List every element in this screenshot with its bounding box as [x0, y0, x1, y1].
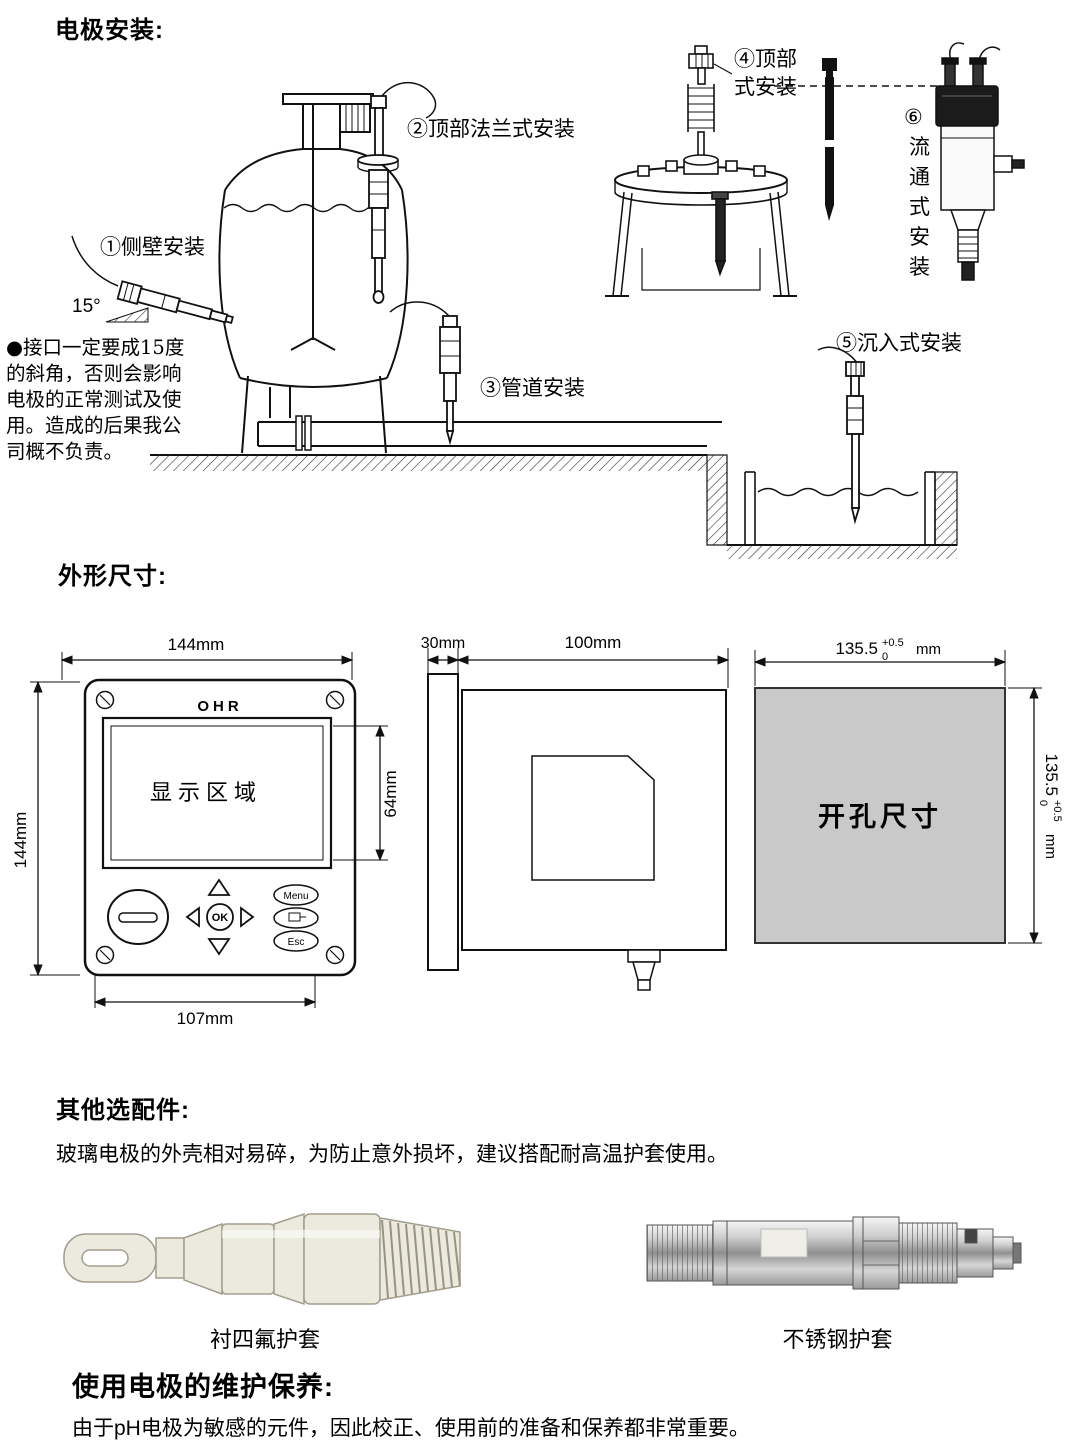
- maintenance-description: 由于pH电极为敏感的元件，因此校正、使用前的准备和保养都非常重要。: [72, 1417, 750, 1440]
- front-bottom-dim: 107mm: [177, 1009, 234, 1028]
- page-switch-icon: [288, 912, 301, 922]
- label-flow-char: 安: [909, 225, 930, 249]
- label-flow-char: 式: [909, 195, 930, 219]
- cutout-height-dim: 135.5: [1042, 753, 1061, 796]
- tank: [218, 93, 409, 454]
- cutout-square: [754, 687, 1006, 944]
- cutout-width-tol-dn: 0: [882, 651, 888, 663]
- steel-sheath-image: [646, 1216, 1022, 1290]
- accessories-section-title: 其他选配件:: [56, 1097, 190, 1124]
- label-top-mount-2: 式安装: [734, 75, 797, 99]
- ok-button-label: OK: [212, 912, 229, 924]
- note-line: 司概不负责。: [6, 440, 123, 463]
- down-arrow-icon: [207, 938, 231, 956]
- note-line: ●接口一定要成15度: [6, 336, 184, 359]
- cutout-width-tol-up: +0.5: [882, 637, 904, 649]
- cable-gland: [627, 949, 661, 963]
- front-view-drawing: [30, 652, 388, 1008]
- note-line: 电极的正常测试及使: [6, 388, 182, 411]
- menu-button: [273, 884, 319, 906]
- electrode-side-wall: [71, 235, 234, 325]
- pipe-assembly: [257, 387, 722, 451]
- side-view-drawing: [426, 648, 730, 991]
- esc-button: [273, 930, 319, 952]
- side-depth-dim-2: 100mm: [565, 633, 622, 652]
- label-immersion: ⑤沉入式安装: [836, 331, 962, 355]
- dpad-buttons: [185, 878, 255, 956]
- label-top-mount-1: ④顶部: [734, 47, 797, 71]
- brand-logo: OHR: [197, 698, 242, 715]
- note-line: 的斜角，否则会影响: [6, 362, 182, 385]
- angle-label: 15°: [72, 296, 101, 317]
- display-outline: [101, 716, 333, 870]
- display-height-dim: 64mm: [381, 770, 400, 817]
- cutout-width-unit: mm: [916, 641, 941, 658]
- accessories-description: 玻璃电极的外壳相对易碎，为防止意外损坏，建议搭配耐高温护套使用。: [56, 1143, 728, 1166]
- front-width-dim: 144mm: [168, 635, 225, 654]
- cutout-height-tol-up: +0.5: [1051, 800, 1063, 822]
- display-area-label: 显示区域: [150, 781, 262, 806]
- flow-cell-device: [935, 42, 1025, 281]
- cutout-width-dim: 135.5: [835, 639, 878, 658]
- menu-button-label: Menu: [283, 891, 308, 902]
- label-flow-char: 流: [909, 135, 930, 159]
- cutout-height-dim-group: 135.5 +0.5 0 mm: [1037, 753, 1063, 859]
- label-side-wall: ①侧壁安装: [100, 235, 205, 259]
- label-flow-num: ⑥: [904, 105, 923, 129]
- electrode-immersion: [817, 346, 865, 525]
- immersion-basin: [744, 471, 936, 545]
- cutout-height-unit: mm: [1042, 834, 1059, 859]
- ptfe-sheath-caption: 衬四氟护套: [209, 1327, 320, 1352]
- label-top-flange: ②顶部法兰式安装: [407, 117, 575, 141]
- electrode-black: [822, 58, 837, 221]
- knob-button: [107, 889, 169, 945]
- stirrer: [290, 104, 336, 351]
- cutout-drawing: [753, 650, 1042, 945]
- electrode-pipe: [389, 301, 461, 446]
- maintenance-section-title: 使用电极的维护保养:: [72, 1372, 334, 1402]
- dims-section-title: 外形尺寸:: [58, 563, 167, 590]
- top-mount-assembly: [605, 45, 797, 297]
- steel-sheath-caption: 不锈钢护套: [782, 1327, 893, 1352]
- install-note: ●接口一定要成15度 的斜角，否则会影响 电极的正常测试及使 用。造成的后果我公…: [6, 336, 184, 463]
- up-arrow-icon: [207, 878, 231, 896]
- label-pipe: ③管道安装: [480, 376, 585, 400]
- ptfe-sheath-image: [63, 1212, 461, 1306]
- label-flow-char: 装: [909, 255, 930, 279]
- note-line: 用。造成的后果我公: [6, 414, 182, 437]
- cutout-label: 开孔尺寸: [818, 802, 942, 833]
- ok-button: [206, 903, 234, 931]
- front-height-dim: 144mm: [11, 812, 30, 869]
- install-section-title: 电极安装:: [55, 17, 164, 44]
- cutout-height-tol-dn: 0: [1037, 800, 1049, 806]
- esc-button-label: Esc: [288, 937, 305, 948]
- label-flow-char: 通: [909, 165, 930, 189]
- electrode-top-flange: [357, 81, 437, 304]
- install-diagram: ①侧壁安装 ②顶部法兰式安装 ③管道安装 ④顶部 式安装 ⑤沉入式安装 ⑥ 流 …: [6, 42, 1025, 559]
- dimensions-diagram: 144mm 144mm 64mm 107mm OHR 显示区域 OK Menu …: [11, 633, 1063, 1028]
- ground-hatching: [150, 454, 958, 559]
- side-depth-dim-1: 30mm: [421, 635, 465, 652]
- side-buttons: [273, 884, 319, 952]
- right-arrow-icon: [240, 906, 255, 928]
- left-arrow-icon: [185, 906, 200, 928]
